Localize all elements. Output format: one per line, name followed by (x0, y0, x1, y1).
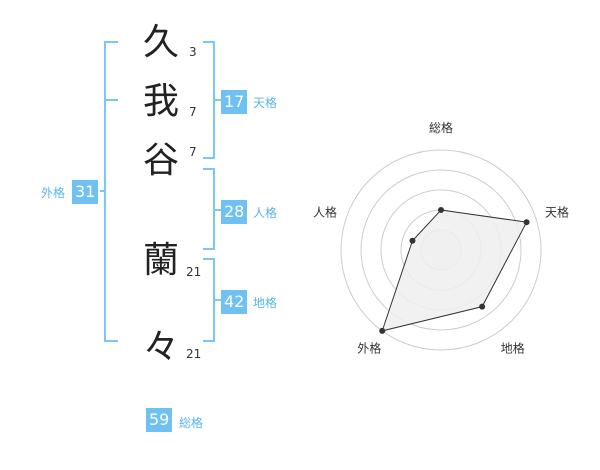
bracket-jinkaku-link (214, 209, 222, 211)
gaikaku-label: 外格 (41, 186, 66, 200)
stroke-count-2: 7 (189, 105, 197, 119)
radar-axis-label-4: 人格 (313, 204, 337, 219)
stroke-count-4: 21 (186, 265, 202, 279)
radar-point-2 (479, 303, 486, 310)
name-char-3: 谷 (142, 140, 179, 181)
name-char-5: 々 (142, 327, 179, 368)
gaikaku-value-badge: 31 (72, 180, 99, 204)
jinkaku-value-badge: 28 (221, 200, 248, 224)
stroke-count-1: 3 (189, 45, 197, 59)
soukaku-value-badge: 59 (146, 408, 173, 432)
radar-axis-label-1: 天格 (545, 204, 569, 219)
radar-point-1 (523, 219, 530, 226)
radar-point-0 (438, 207, 444, 213)
bracket-gaikaku-tick-2 (100, 190, 106, 192)
radar-axis-label-0: 総格 (429, 120, 453, 135)
name-char-2: 我 (142, 81, 179, 122)
radar-axis-label-3: 外格 (357, 341, 381, 356)
tenkaku-value-badge: 17 (221, 90, 248, 114)
stroke-count-5: 21 (186, 347, 202, 361)
bracket-chikaku-link (214, 299, 222, 301)
name-char-4: 蘭 (142, 240, 179, 281)
soukaku-label: 総格 (179, 416, 204, 430)
bracket-tenkaku-link (214, 99, 222, 101)
radar-ring-4 (360, 169, 522, 331)
radar-area (381, 209, 528, 332)
bracket-gaikaku-tick-1 (104, 99, 118, 101)
radar-ring-5 (340, 149, 542, 351)
radar-point-4 (409, 237, 416, 244)
radar-axis-label-2: 地格 (501, 341, 525, 356)
tenkaku-label: 天格 (253, 96, 278, 110)
stroke-count-3: 7 (189, 145, 197, 159)
jinkaku-label: 人格 (253, 206, 278, 220)
name-char-1: 久 (142, 22, 179, 63)
radar-point-3 (379, 327, 386, 334)
chikaku-label: 地格 (253, 296, 278, 310)
chikaku-value-badge: 42 (221, 290, 248, 314)
